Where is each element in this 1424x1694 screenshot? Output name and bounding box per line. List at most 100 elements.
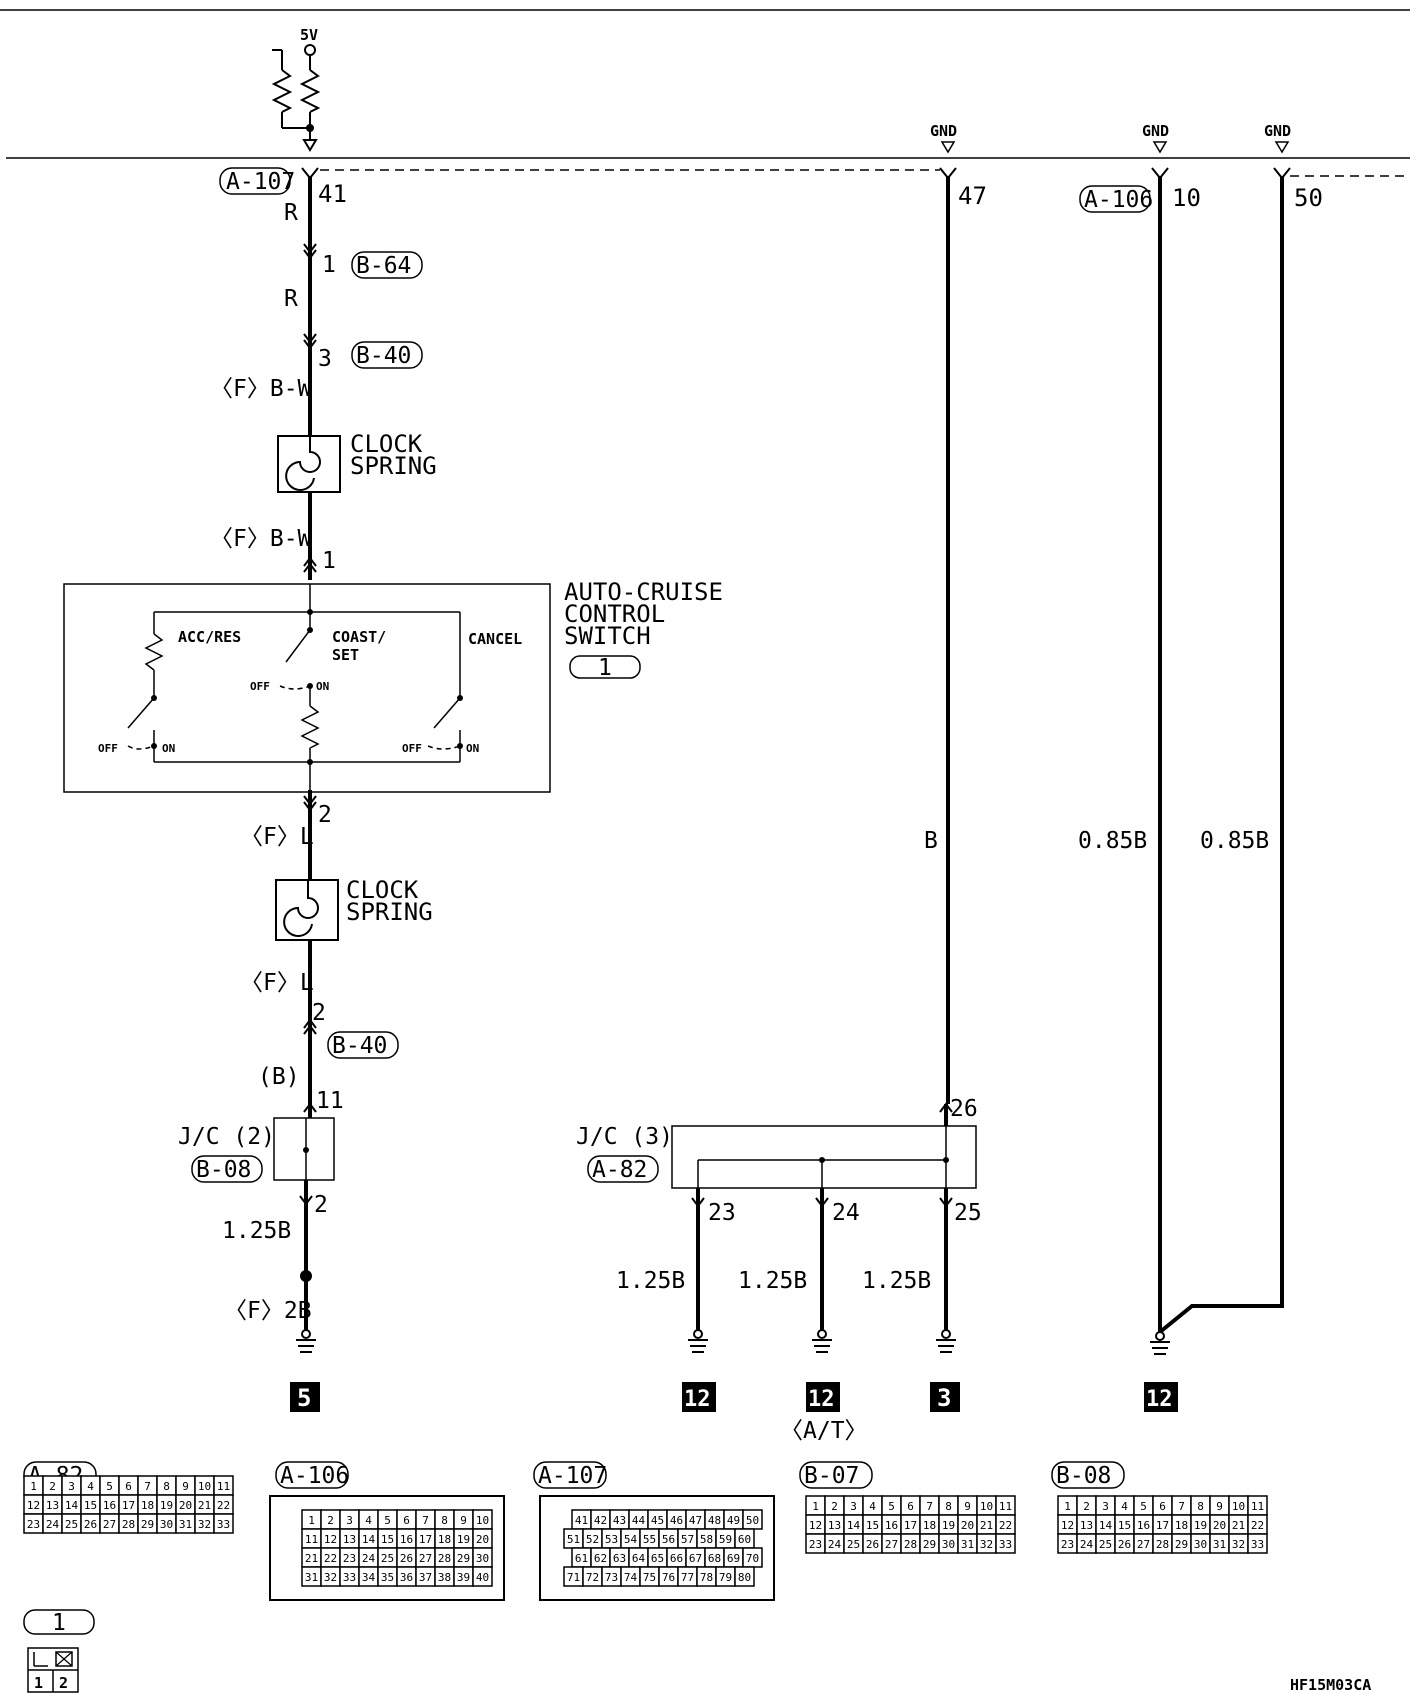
pin-number: 29: [141, 1518, 154, 1531]
pin-number: 27: [419, 1552, 432, 1565]
pin-number: 25: [65, 1518, 78, 1531]
junction-connector-3: J/C (3) A-82: [576, 1124, 977, 1189]
pin-number: 28: [904, 1538, 917, 1551]
pin-number: 60: [738, 1533, 751, 1546]
svg-text:ON: ON: [316, 680, 329, 693]
b40-badge-upper: B-40: [351, 341, 423, 369]
pin-cell: [213, 1513, 234, 1534]
ecu-gnd-50: GND: [1264, 122, 1291, 154]
pin-number: 26: [866, 1538, 879, 1551]
pin-number: 32: [980, 1538, 993, 1551]
pin-number: 65: [651, 1552, 664, 1565]
svg-text:47: 47: [958, 182, 987, 210]
pin-number: 69: [727, 1552, 740, 1565]
pin-number: 49: [727, 1514, 740, 1527]
pin-number: 27: [885, 1538, 898, 1551]
pin-number: 41: [575, 1514, 588, 1527]
jc3-out-wires: [696, 1188, 824, 1330]
pin-number: 51: [567, 1533, 580, 1546]
pin-number: 2: [1083, 1500, 1090, 1513]
svg-text:GND: GND: [1142, 122, 1169, 140]
pin-number: 23: [809, 1538, 822, 1551]
supply-label: 5V: [300, 26, 318, 44]
pin-number: 20: [961, 1519, 974, 1532]
pin-number: 32: [324, 1571, 337, 1584]
pin-number: 2: [831, 1500, 838, 1513]
pin-number: 25: [847, 1538, 860, 1551]
pin-number: 78: [700, 1571, 713, 1584]
ground-symbols: [296, 1329, 1170, 1355]
junction-connector-2: J/C (2) B-08: [178, 1117, 335, 1183]
pin-number: 42: [594, 1514, 607, 1527]
pin-number: 5: [106, 1480, 113, 1493]
pin-number: 32: [198, 1518, 211, 1531]
pin-number: 22: [324, 1552, 337, 1565]
pin-number: 17: [1156, 1519, 1169, 1532]
a107-badge: A-107: [219, 167, 295, 195]
pin-cell: [472, 1566, 493, 1587]
pin-number: 18: [438, 1533, 451, 1546]
pin-number: 74: [624, 1571, 638, 1584]
wire-main: [304, 176, 312, 1330]
clock-spring-upper: CLOCK SPRING: [277, 430, 437, 493]
ecu-gnd-10: GND: [1142, 122, 1169, 154]
pin-number: 23: [1061, 1538, 1074, 1551]
pin-number: 1: [1064, 1500, 1071, 1513]
svg-text:SPRING: SPRING: [346, 898, 433, 926]
pin-number: 16: [1137, 1519, 1150, 1532]
svg-text:〈F〉B-W: 〈F〉B-W: [210, 526, 312, 552]
pin-number: 68: [708, 1552, 721, 1565]
svg-text:GND: GND: [930, 122, 957, 140]
pin-number: 6: [1159, 1500, 1166, 1513]
pin-number: 27: [103, 1518, 116, 1531]
svg-text:2: 2: [314, 1192, 328, 1218]
pin-number: 30: [476, 1552, 489, 1565]
svg-text:1: 1: [322, 252, 336, 278]
pin-number: 4: [365, 1514, 372, 1527]
pin-number: 9: [182, 1480, 189, 1493]
pin-number: 7: [422, 1514, 429, 1527]
pin-number: 71: [567, 1571, 580, 1584]
svg-text:1.25B: 1.25B: [616, 1268, 685, 1294]
pin-number: 63: [613, 1552, 626, 1565]
pin-number: 4: [1121, 1500, 1128, 1513]
pin-number: 52: [586, 1533, 599, 1546]
pin-number: 9: [1216, 1500, 1223, 1513]
at-note: 〈A/T〉: [780, 1418, 868, 1444]
svg-text:B-08: B-08: [196, 1157, 251, 1183]
pin-number: 2: [49, 1480, 56, 1493]
pin-number: 19: [942, 1519, 955, 1532]
pin-number: 75: [643, 1571, 656, 1584]
pin-number: 28: [438, 1552, 451, 1565]
svg-text:1: 1: [52, 1610, 66, 1636]
pin-number: 45: [651, 1514, 664, 1527]
pin-number: 15: [381, 1533, 394, 1546]
pin-number: 17: [419, 1533, 432, 1546]
pin-number: 25: [381, 1552, 394, 1565]
pin-number: 44: [632, 1514, 646, 1527]
connector-code: B-08: [1056, 1463, 1111, 1489]
pin-number: 7: [926, 1500, 933, 1513]
pin-number: 13: [828, 1519, 841, 1532]
svg-text:26: 26: [950, 1096, 978, 1122]
pin-number: 24: [46, 1518, 60, 1531]
pin-number: 17: [122, 1499, 135, 1512]
svg-text:OFF: OFF: [98, 742, 118, 755]
pin-number: 33: [999, 1538, 1012, 1551]
pin-number: 72: [586, 1571, 599, 1584]
pin-number: 6: [125, 1480, 132, 1493]
svg-text:3: 3: [937, 1384, 951, 1412]
pin-number: 7: [1178, 1500, 1185, 1513]
pin-markers: [299, 167, 1291, 1208]
pin-number: 23: [343, 1552, 356, 1565]
svg-text:A-106: A-106: [1084, 187, 1153, 213]
pin-number: 59: [719, 1533, 732, 1546]
svg-text:B-64: B-64: [356, 253, 411, 279]
pin-number: 39: [457, 1571, 470, 1584]
pin-number: 15: [866, 1519, 879, 1532]
svg-text:SET: SET: [332, 646, 359, 664]
pin-number: 70: [746, 1552, 759, 1565]
pin-number: 14: [1099, 1519, 1113, 1532]
